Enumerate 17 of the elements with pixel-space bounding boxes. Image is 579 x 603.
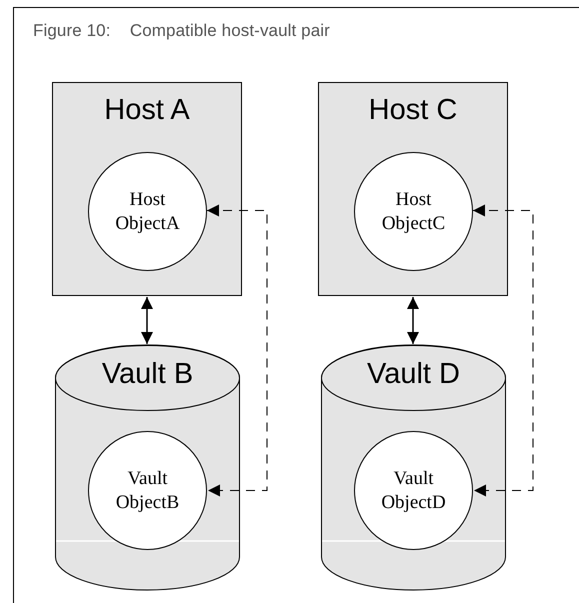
double-arrow: [141, 297, 153, 344]
dashed-connector: [206, 204, 268, 496]
object-label: Vault ObjectB: [114, 466, 180, 514]
object-label: Vault ObjectD: [380, 466, 447, 514]
host-box: [52, 82, 242, 296]
node-title: Host C: [368, 95, 458, 127]
double-arrow: [407, 297, 419, 344]
figure-title: Figure 10: Compatible host-vault pair: [33, 21, 330, 41]
object-label: Host ObjectA: [114, 188, 181, 236]
vault-cylinder: [321, 345, 506, 591]
dashed-connector: [472, 204, 534, 496]
object-label: Host ObjectC: [380, 188, 446, 236]
vault-cylinder: [55, 345, 240, 591]
node-title: Vault B: [100, 359, 194, 391]
host-box: [318, 82, 508, 296]
node-title: Vault D: [366, 359, 461, 391]
node-title: Host A: [103, 95, 191, 127]
